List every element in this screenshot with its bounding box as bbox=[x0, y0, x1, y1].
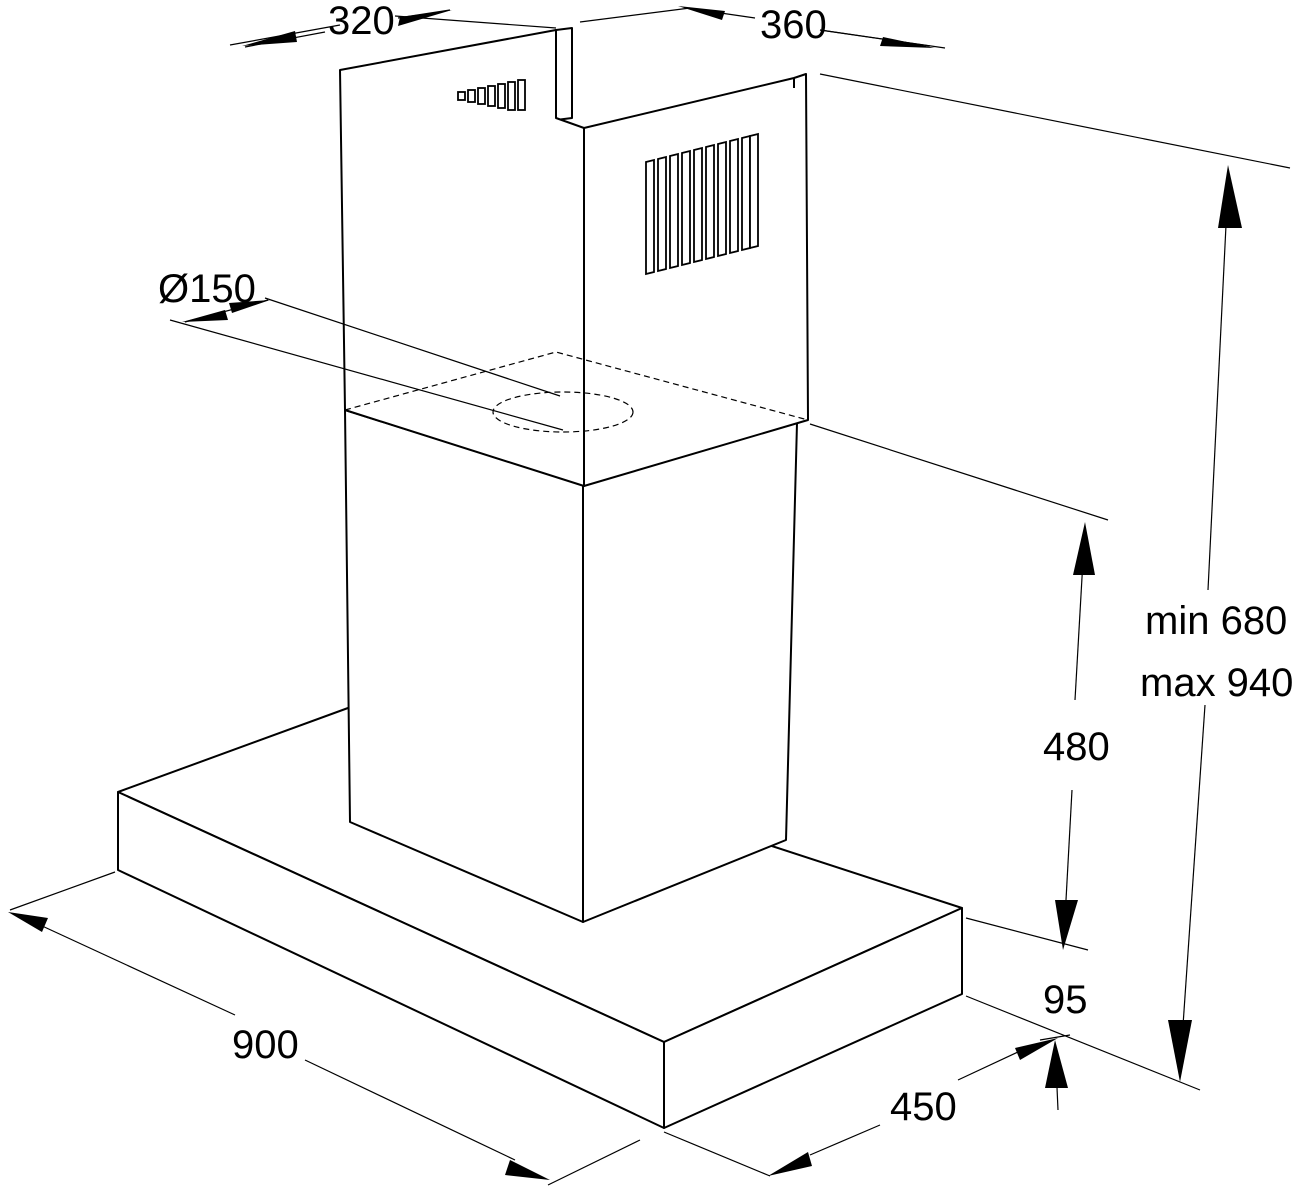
outlet-circle bbox=[492, 391, 634, 433]
dim-canopy-width: 900 bbox=[232, 1023, 299, 1067]
dim-outlet-diameter: Ø150 bbox=[158, 267, 256, 311]
dim-chimney-width: 360 bbox=[760, 3, 827, 47]
dim-canopy-height: 95 bbox=[1043, 978, 1088, 1022]
dim-canopy-depth: 450 bbox=[890, 1085, 957, 1129]
rear-vent-slots bbox=[457, 79, 526, 111]
canopy-side-face bbox=[663, 907, 963, 1129]
extension-lines bbox=[9, 7, 1291, 1186]
dim-chimney-depth: 320 bbox=[328, 0, 395, 43]
dim-height-min: min 680 bbox=[1145, 599, 1287, 643]
upper-chimney bbox=[339, 27, 809, 487]
side-vent-slots bbox=[645, 132, 759, 276]
hidden-outlet bbox=[344, 351, 809, 433]
arrowheads bbox=[8, 6, 1242, 1180]
upper-chimney-back-lip bbox=[555, 27, 573, 121]
lower-chimney bbox=[344, 409, 798, 923]
dim-lower-chimney-height: 480 bbox=[1043, 725, 1110, 769]
lower-chimney-right-face bbox=[582, 422, 798, 923]
dim-height-max: max 940 bbox=[1140, 661, 1293, 705]
